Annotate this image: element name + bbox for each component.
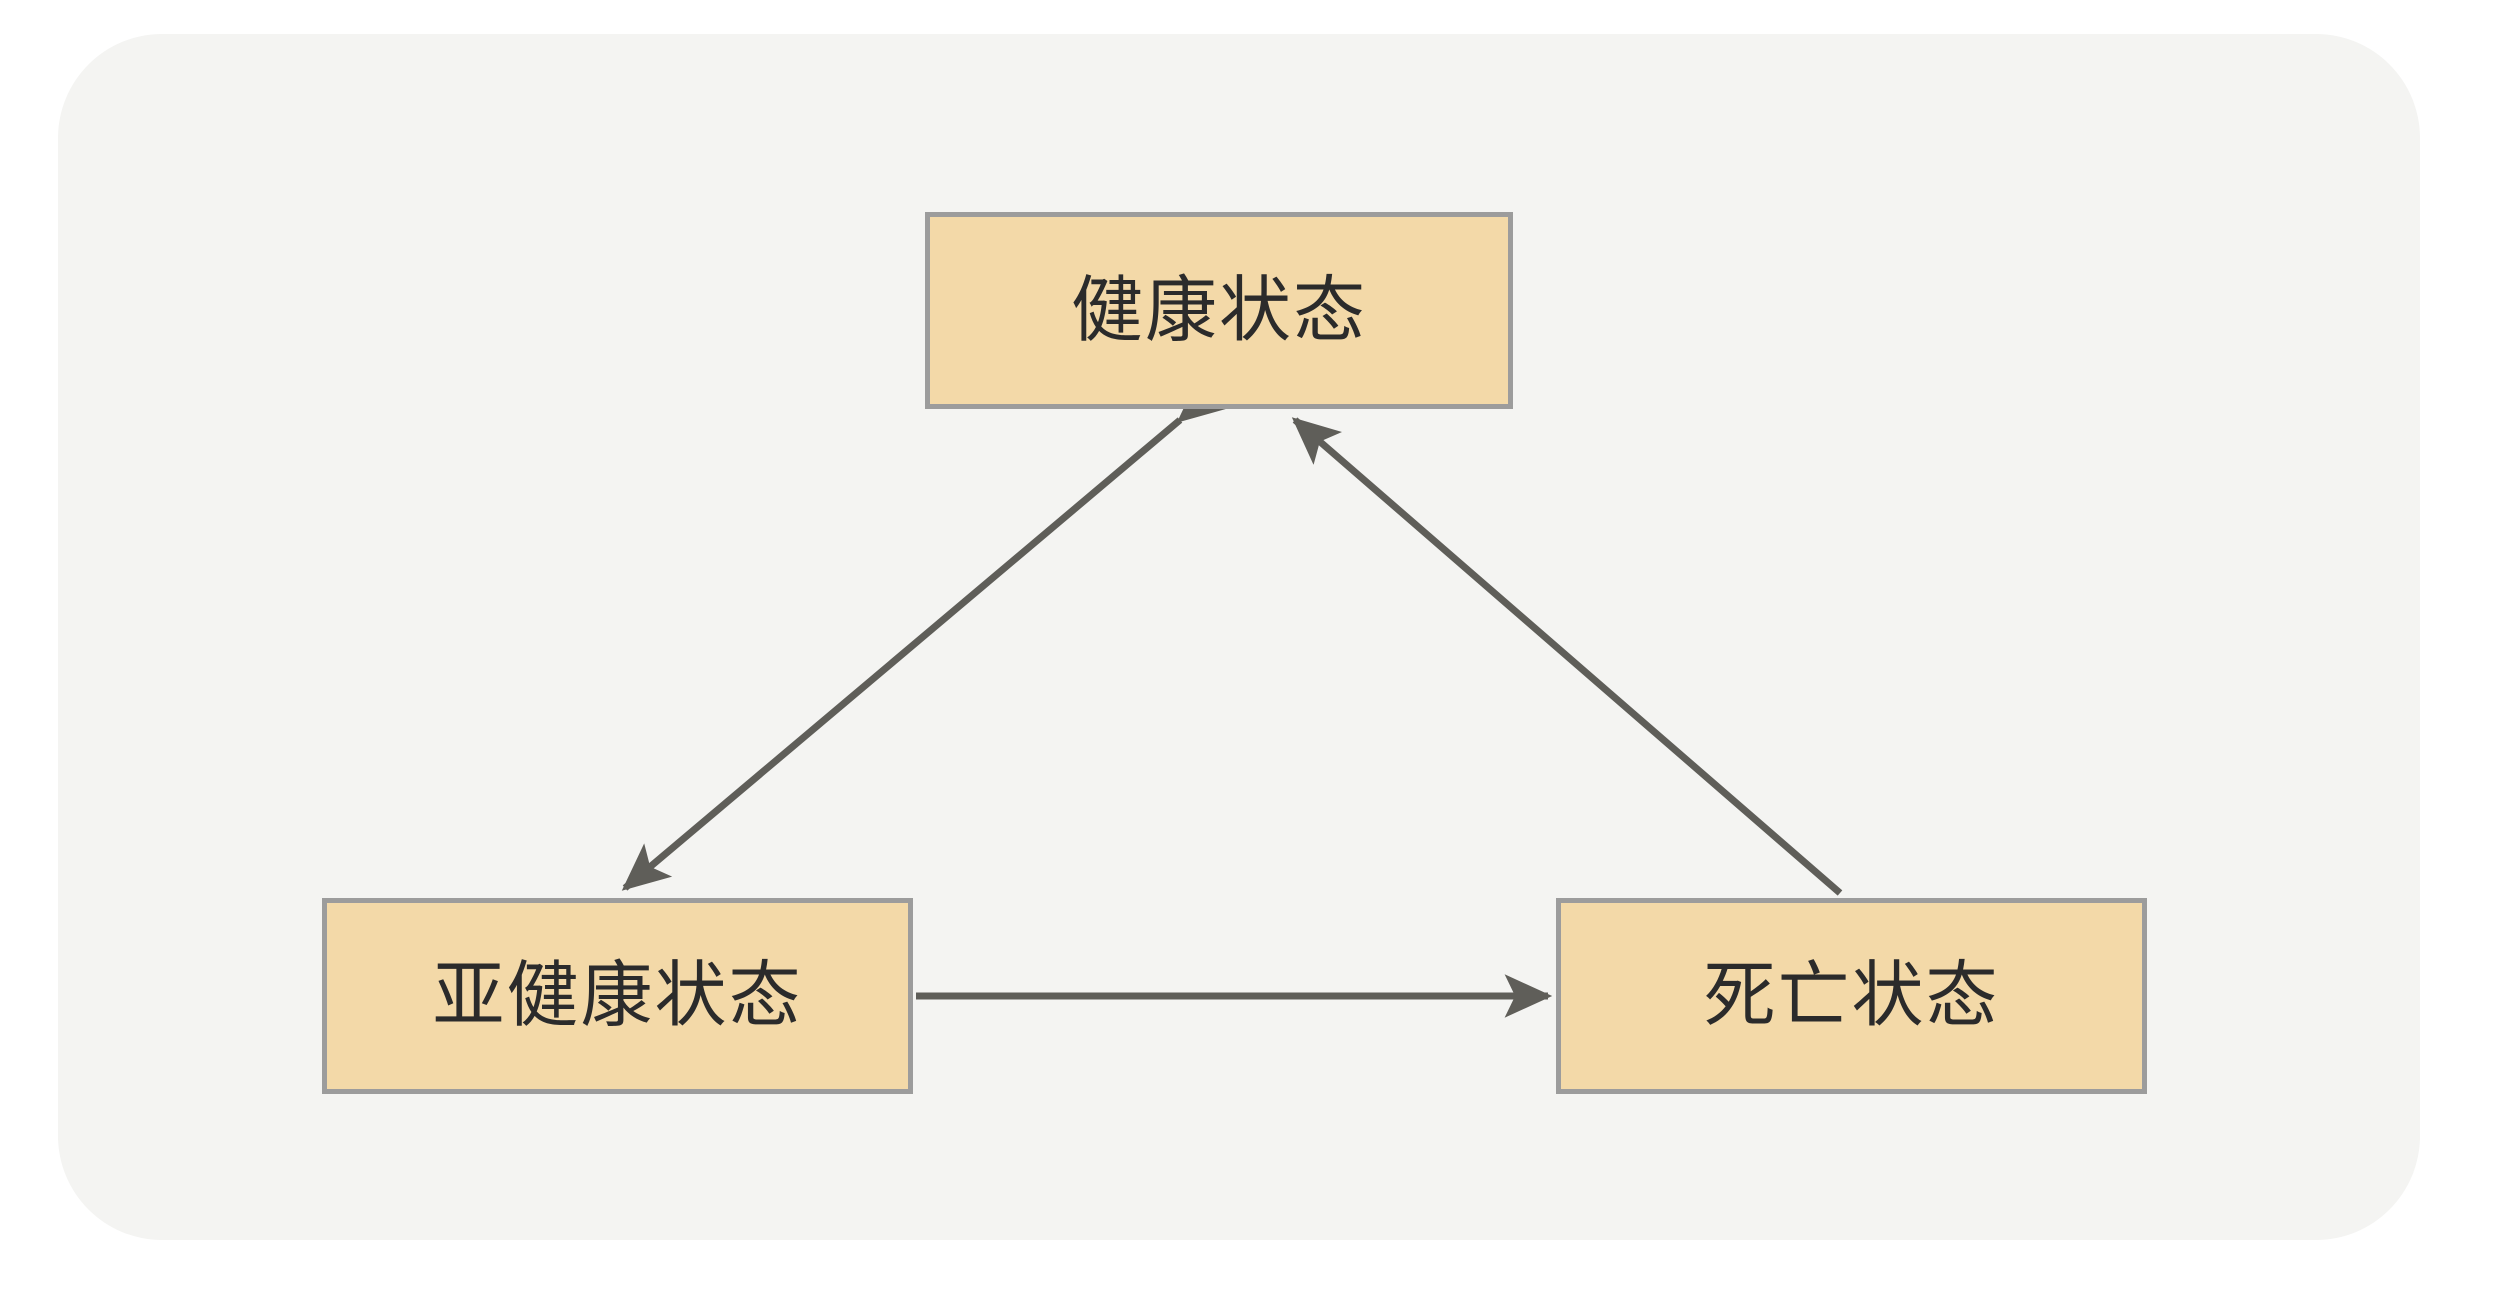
node-death-state-label: 死亡状态 [1703,956,2000,1036]
node-health-state-label: 健康状态 [1070,270,1367,351]
node-subhealth-state[interactable]: 亚健康状态 [322,898,913,1094]
node-subhealth-state-label: 亚健康状态 [432,956,803,1036]
node-death-state[interactable]: 死亡状态 [1556,898,2147,1094]
node-health-state[interactable]: 健康状态 [925,212,1513,409]
